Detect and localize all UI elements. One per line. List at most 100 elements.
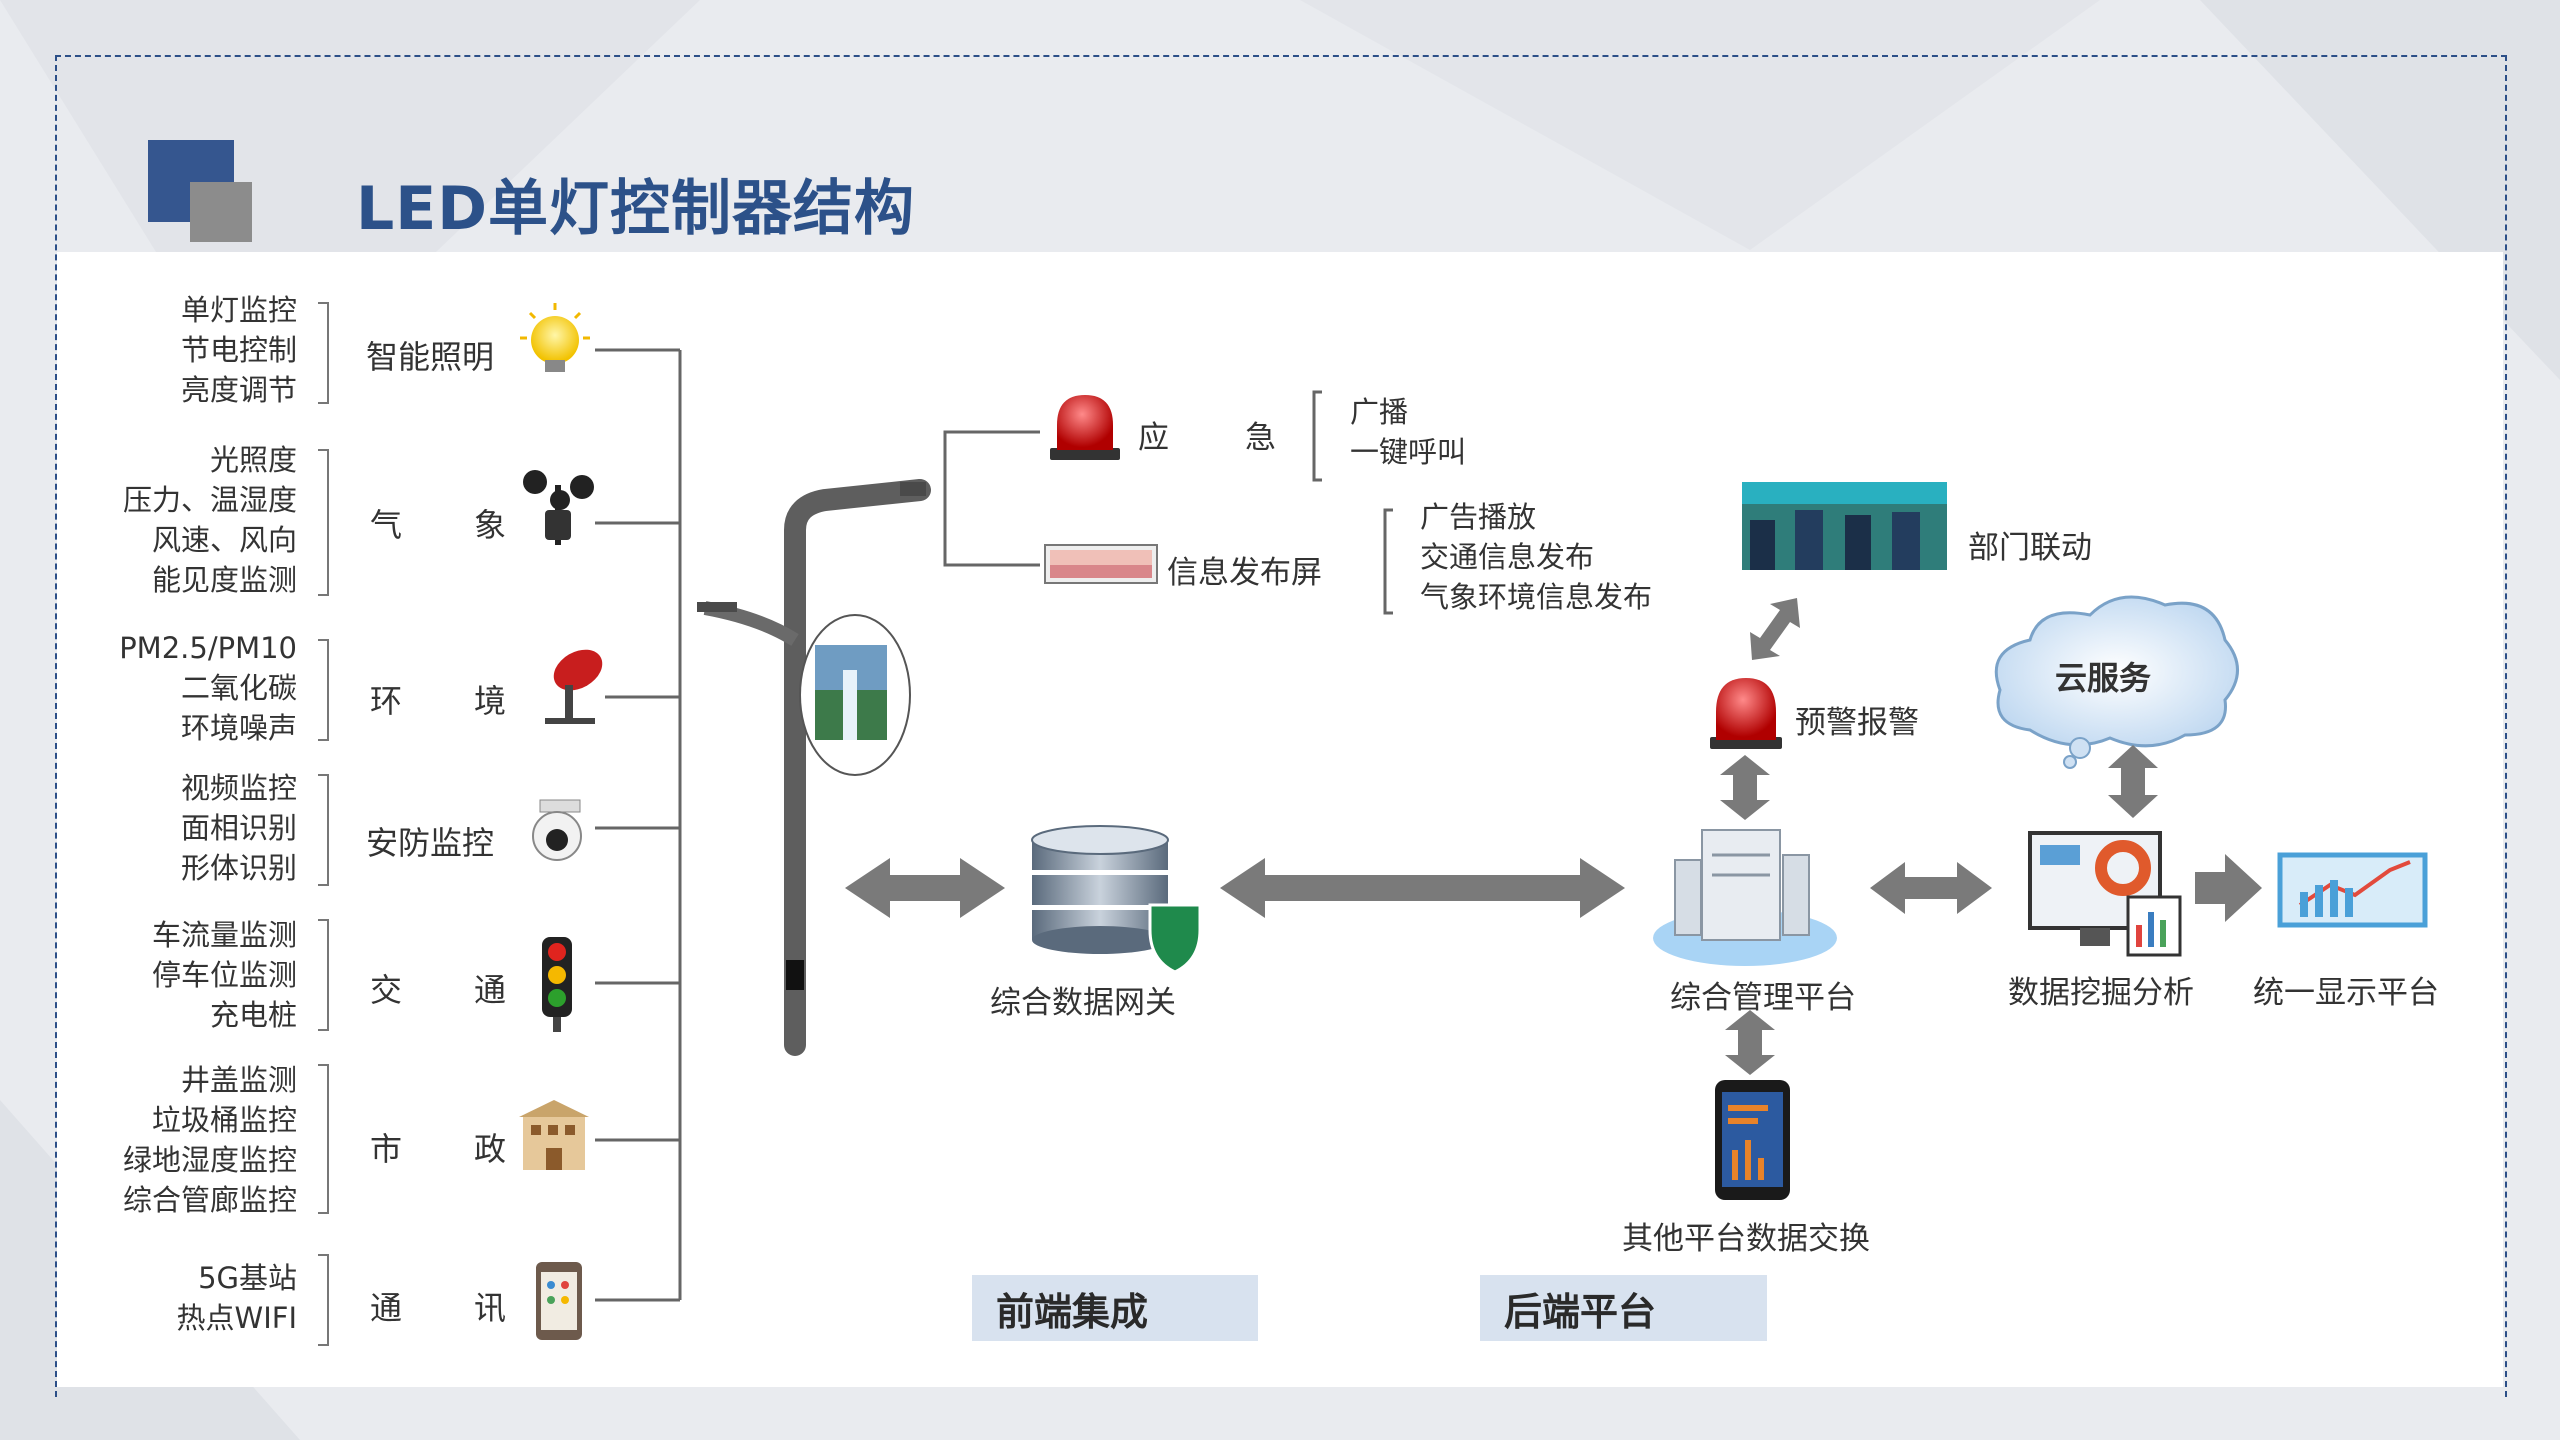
category-traffic: 交 通 — [370, 965, 506, 1011]
category-environment: 环 境 — [370, 676, 506, 722]
radar-dish-icon — [545, 649, 603, 724]
emergency-alarm-icon — [1050, 395, 1120, 460]
capability-item: 充电桩 — [209, 998, 297, 1032]
capability-item: 二氧化碳 — [180, 671, 297, 705]
capability-item: 面相识别 — [180, 811, 297, 845]
mining-label: 数据挖掘分析 — [2008, 975, 2194, 1011]
caps-lighting: 单灯监控节电控制亮度调节 — [181, 290, 297, 410]
page-title: LED单灯控制器结构 — [356, 174, 916, 244]
caps-weather: 光照度压力、温湿度风速、风向能见度监测 — [123, 440, 297, 600]
database-icon — [1031, 825, 1202, 974]
category-security: 安防监控 — [366, 824, 495, 862]
front-integration-block: 前端集成 — [972, 1275, 1258, 1341]
display-label: 统一显示平台 — [2253, 975, 2439, 1011]
info-screen-label: 信息发布屏 — [1167, 555, 1322, 591]
capability-item: 综合管廊监控 — [122, 1183, 297, 1217]
capability-item: 绿地湿度监控 — [122, 1143, 297, 1177]
traffic-light-icon — [542, 937, 572, 1032]
capability-brackets — [318, 302, 329, 1346]
category-weather-left: 气 — [370, 506, 403, 544]
display-screen-icon — [2277, 852, 2428, 928]
capability-item: 环境噪声 — [180, 711, 297, 745]
top-branch — [943, 390, 1393, 615]
arrow-alarm-dept — [1750, 598, 1800, 660]
capability-item: PM2.5/PM10 — [119, 631, 297, 665]
street-pole — [697, 479, 931, 1056]
emergency-label-right: 急 — [1245, 420, 1276, 456]
category-lighting: 智能照明 — [366, 338, 495, 376]
arrow-platform-mining — [1870, 862, 1992, 914]
warning-alarm-icon — [1710, 678, 1782, 749]
building-icon — [519, 1100, 589, 1170]
emergency-items: 广播一键呼叫 — [1350, 392, 1466, 472]
list-item: 交通信息发布 — [1420, 540, 1595, 574]
dept-label: 部门联动 — [1968, 530, 2092, 566]
capability-item: 风速、风向 — [151, 523, 297, 557]
category-municipal-right: 政 — [473, 1130, 506, 1168]
smartphone-icon — [536, 1262, 582, 1340]
arrow-gateway-platform — [1220, 858, 1625, 918]
dome-camera-icon — [532, 799, 582, 861]
caps-municipal: 井盖监测垃圾桶监控绿地湿度监控综合管廊监控 — [123, 1060, 297, 1220]
info-screen-icon — [1044, 544, 1158, 584]
logo-square-gray — [190, 182, 252, 242]
capability-item: 压力、温湿度 — [122, 483, 297, 517]
category-environment-right: 境 — [473, 682, 506, 720]
capability-item: 井盖监测 — [180, 1063, 297, 1097]
capability-item: 节电控制 — [180, 333, 297, 367]
category-municipal: 市 政 — [370, 1124, 506, 1170]
analytics-monitor-icon — [2028, 831, 2182, 957]
arrow-pole-gateway — [845, 858, 1005, 918]
capability-item: 单灯监控 — [180, 293, 297, 327]
capability-item: 垃圾桶监控 — [151, 1103, 297, 1137]
list-item: 一键呼叫 — [1350, 435, 1467, 469]
diagram-panel — [57, 252, 2503, 1387]
category-weather: 气 象 — [370, 500, 506, 546]
list-item: 广播 — [1350, 395, 1409, 429]
category-traffic-left: 交 — [370, 971, 403, 1009]
alarm-label: 预警报警 — [1795, 705, 1919, 741]
caps-environment: PM2.5/PM10 二氧化碳环境噪声 — [119, 628, 297, 748]
category-communication-right: 讯 — [473, 1289, 506, 1327]
gateway-label: 综合数据网关 — [990, 985, 1176, 1021]
category-communication-left: 通 — [370, 1289, 403, 1327]
list-item: 气象环境信息发布 — [1420, 580, 1653, 614]
emergency-label: 应 急 — [1138, 412, 1276, 457]
caps-security: 视频监控面相识别形体识别 — [181, 768, 297, 888]
connector-tree — [595, 348, 682, 1302]
arrow-platform-exchange — [1725, 1010, 1775, 1075]
arrow-cloud-mining — [2108, 745, 2158, 818]
capability-item: 亮度调节 — [180, 373, 297, 407]
mobile-device-icon — [1715, 1080, 1790, 1200]
category-weather-right: 象 — [473, 506, 506, 544]
emergency-label-left: 应 — [1138, 420, 1169, 456]
capability-item: 热点WIFI — [176, 1301, 297, 1335]
capability-item: 视频监控 — [180, 771, 297, 805]
cloud-label: 云服务 — [2055, 659, 2152, 697]
flow-arrows — [845, 598, 2262, 1075]
caps-traffic: 车流量监测停车位监测充电桩 — [152, 915, 297, 1035]
capability-item: 形体识别 — [180, 851, 297, 885]
info-screen-items: 广告播放交通信息发布气象环境信息发布 — [1420, 497, 1652, 617]
capability-item: 车流量监测 — [151, 918, 297, 952]
arrow-mining-display — [2195, 854, 2262, 922]
category-traffic-right: 通 — [473, 971, 506, 1009]
platform-label: 综合管理平台 — [1670, 980, 1856, 1016]
category-communication: 通 讯 — [370, 1283, 506, 1329]
cloud-shape — [1994, 595, 2239, 769]
capability-item: 5G基站 — [198, 1261, 297, 1295]
caps-communication: 5G基站热点WIFI — [177, 1258, 297, 1338]
server-cloud-icon — [1653, 829, 1837, 966]
capability-item: 停车位监测 — [151, 958, 297, 992]
dashed-frame — [55, 55, 2507, 1397]
department-photo — [1742, 482, 1947, 570]
back-platform-block: 后端平台 — [1480, 1275, 1767, 1341]
category-municipal-left: 市 — [370, 1130, 403, 1168]
lightbulb-icon — [520, 303, 590, 372]
capability-item: 光照度 — [209, 443, 297, 477]
arrow-platform-alarm — [1720, 755, 1770, 820]
anemometer-icon — [523, 470, 594, 545]
list-item: 广告播放 — [1420, 500, 1537, 534]
exchange-label: 其他平台数据交换 — [1622, 1221, 1870, 1257]
